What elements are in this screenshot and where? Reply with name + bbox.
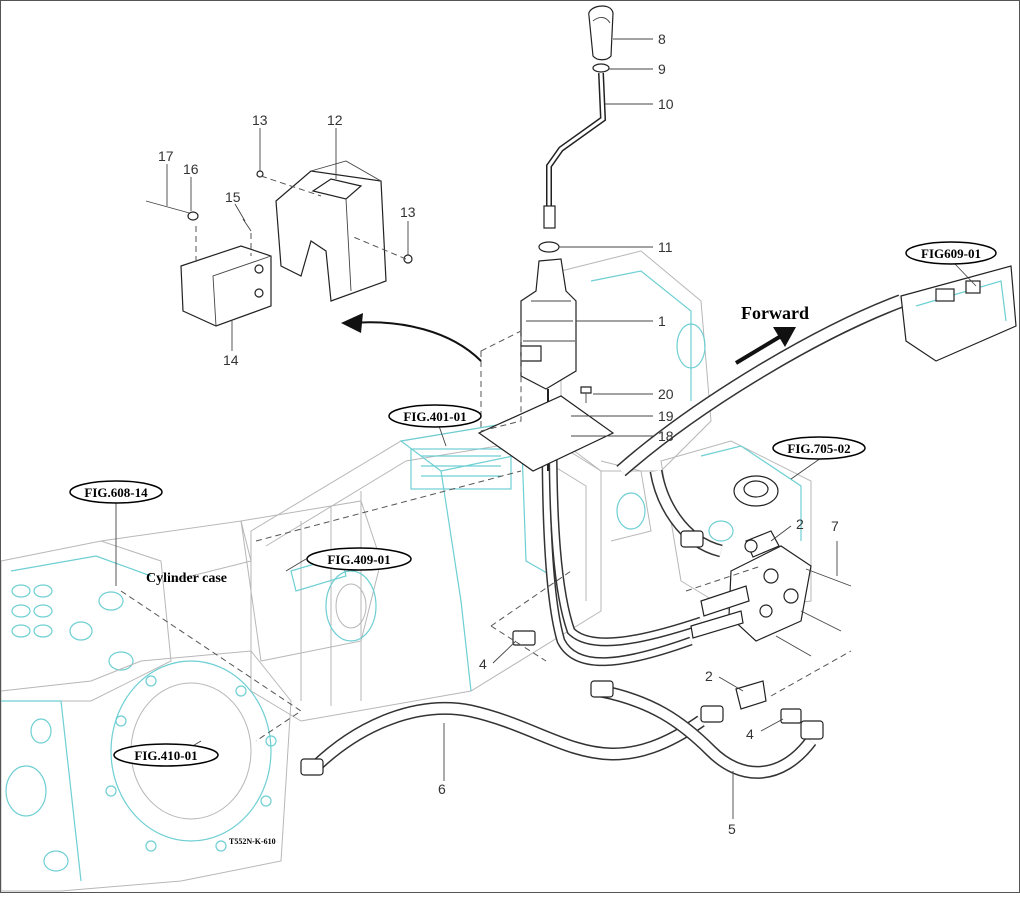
figure-refs: FIG609-01 FIG.401-01 FIG.705-02 FIG.608-… bbox=[69, 241, 997, 767]
fig-ref-608-14[interactable]: FIG.608-14 bbox=[69, 480, 163, 504]
transmission-housing bbox=[0, 250, 812, 892]
hoses bbox=[300, 294, 904, 779]
part-number-20: 20 bbox=[658, 386, 674, 402]
part-number-13-top: 13 bbox=[252, 112, 268, 128]
fig-ref-609-01[interactable]: FIG609-01 bbox=[905, 241, 997, 265]
part-number-15: 15 bbox=[225, 189, 241, 205]
part-number-2-upper: 2 bbox=[796, 516, 804, 532]
direction-arrows bbox=[341, 313, 796, 365]
fig-ref-410-01[interactable]: FIG.410-01 bbox=[113, 743, 219, 767]
part-number-13-right: 13 bbox=[400, 204, 416, 220]
fig-ref-401-01[interactable]: FIG.401-01 bbox=[388, 404, 482, 428]
fig-ref-409-01[interactable]: FIG.409-01 bbox=[306, 547, 412, 571]
cylinder-case-label: Cylinder case bbox=[146, 571, 227, 586]
assembly-dashed-lines bbox=[120, 470, 852, 742]
part-number-17: 17 bbox=[158, 148, 174, 164]
svg-text:FIG.705-02: FIG.705-02 bbox=[787, 441, 850, 456]
part-number-1: 1 bbox=[658, 313, 666, 329]
control-valve bbox=[512, 530, 852, 724]
fig-ref-705-02[interactable]: FIG.705-02 bbox=[772, 436, 866, 460]
forward-arrow-icon bbox=[773, 327, 796, 347]
svg-text:FIG.608-14: FIG.608-14 bbox=[84, 485, 148, 500]
drawing-code: T552N-K-610 bbox=[229, 837, 276, 846]
part-number-14: 14 bbox=[223, 352, 239, 368]
forward-label: Forward bbox=[741, 303, 809, 323]
part-number-18: 18 bbox=[658, 428, 674, 444]
part-number-19: 19 bbox=[658, 408, 674, 424]
part-number-16: 16 bbox=[183, 161, 199, 177]
part-numbers: 8 9 10 11 1 20 19 18 13 12 13 17 16 15 1… bbox=[158, 31, 839, 837]
part-number-9: 9 bbox=[658, 61, 666, 77]
svg-text:FIG.401-01: FIG.401-01 bbox=[403, 409, 466, 424]
part-number-7: 7 bbox=[831, 518, 839, 534]
part-number-11: 11 bbox=[658, 239, 673, 255]
part-number-12: 12 bbox=[327, 112, 343, 128]
svg-text:FIG.410-01: FIG.410-01 bbox=[134, 748, 197, 763]
part-number-4-left: 4 bbox=[479, 656, 487, 672]
svg-text:FIG.409-01: FIG.409-01 bbox=[327, 552, 390, 567]
shift-lever-assembly bbox=[477, 5, 615, 472]
part-number-10: 10 bbox=[658, 96, 674, 112]
svg-text:FIG609-01: FIG609-01 bbox=[921, 246, 981, 261]
brackets bbox=[145, 160, 413, 327]
part-number-8: 8 bbox=[658, 31, 666, 47]
part-number-4-right: 4 bbox=[746, 726, 754, 742]
part-number-2-lower: 2 bbox=[705, 668, 713, 684]
coupler-fig609 bbox=[900, 265, 1017, 362]
part-number-5: 5 bbox=[728, 821, 736, 837]
part-number-6: 6 bbox=[438, 781, 446, 797]
